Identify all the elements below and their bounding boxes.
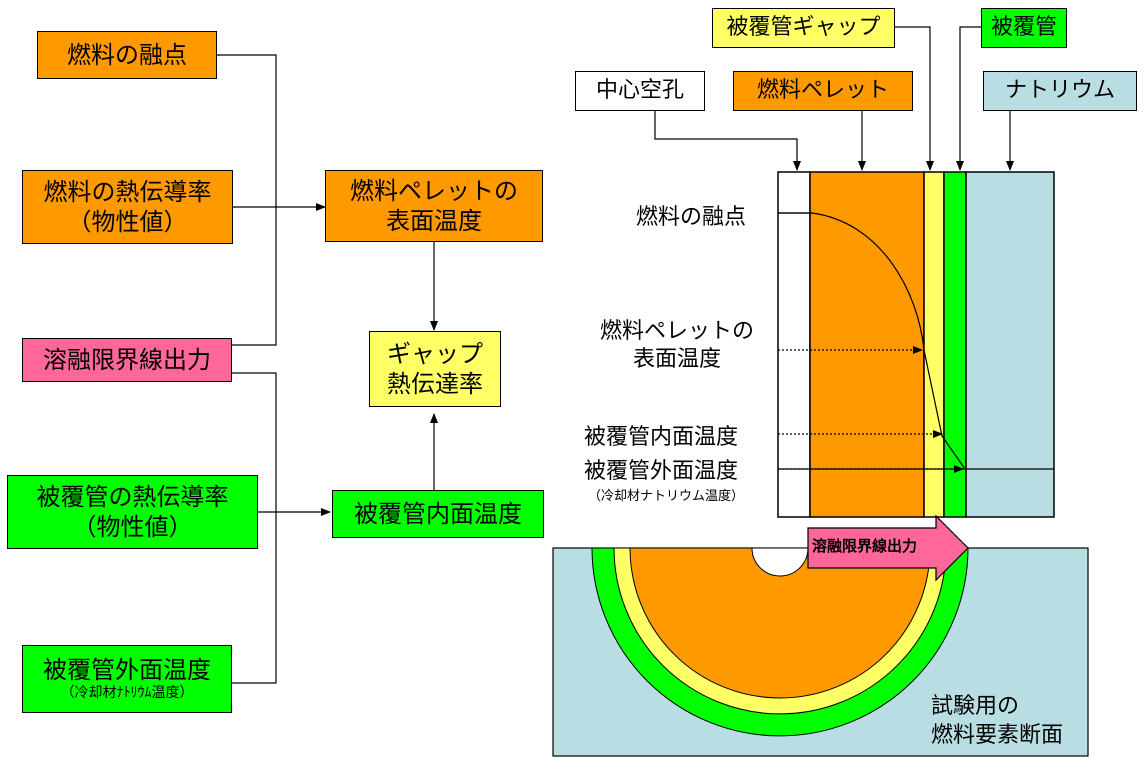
cross-section-caption-line2: 燃料要素断面 — [931, 723, 1064, 748]
profile-clad-outer-label: 被覆管外面温度 — [584, 459, 739, 484]
profile-melting-point-label: 燃料の融点 — [636, 205, 747, 230]
cladding-label-box: 被覆管 — [981, 8, 1067, 48]
melt-power-connector — [232, 372, 277, 684]
profile-curve — [778, 212, 966, 470]
gap-conductance-box: ギャップ 熱伝達率 — [369, 331, 501, 407]
clad-gap-label-box: 被覆管ギャップ — [712, 8, 895, 48]
melt-power-arrow-shape — [807, 514, 969, 582]
gap-conductance-label: ギャップ — [387, 340, 483, 368]
fuel-conductivity-box: 燃料の熱伝導率 （物性値） — [22, 170, 233, 244]
radial-strip — [777, 171, 1055, 518]
profile-clad-outer-sub: （冷却材ナトリウム温度） — [588, 489, 745, 504]
fuel-melting-point-label: 燃料の融点 — [67, 41, 187, 69]
sodium-region — [965, 171, 1055, 518]
profile-pellet-surface-label: 燃料ペレットの 表面温度 — [587, 318, 767, 373]
top-label-connectors — [654, 26, 1014, 171]
profile-pellet-surface-line1: 燃料ペレットの — [599, 319, 754, 344]
pellet-disk — [629, 547, 931, 699]
fuel-conductivity-label: 燃料の熱伝導率 — [43, 178, 212, 206]
sodium-label-box: ナトリウム — [983, 71, 1137, 111]
fuel-pellet-label: 燃料ペレット — [756, 78, 889, 104]
clad-inner-temp-box: 被覆管内面温度 — [332, 490, 544, 538]
cladding-arrow — [956, 26, 981, 171]
fuel-melting-point-box: 燃料の融点 — [37, 31, 217, 79]
gap-region — [923, 171, 945, 518]
central-void-label: 中心空孔 — [595, 78, 684, 104]
clad-conductivity-label: 被覆管の熱伝導率 — [36, 483, 229, 511]
fuel-pellet-label-box: 燃料ペレット — [733, 71, 913, 111]
pellet-region — [809, 171, 925, 518]
central-void-hole — [751, 547, 809, 577]
left-connectors — [217, 54, 438, 684]
pellet-surface-temp-box: 燃料ペレットの 表面温度 — [325, 170, 543, 242]
profile-pellet-surface-line2: 表面温度 — [632, 346, 721, 372]
clad-inner-temp-label: 被覆管内面温度 — [354, 500, 522, 528]
melt-limit-power-box: 溶融限界線出力 — [22, 338, 232, 382]
clad-conductivity-sub: （物性値） — [72, 513, 193, 541]
central-void-label-box: 中心空孔 — [575, 71, 705, 111]
clad-outer-temp-sub: （冷却材ﾅﾄﾘｳﾑ温度） — [60, 685, 194, 702]
sodium-label: ナトリウム — [1004, 78, 1115, 104]
clad-outer-temp-label: 被覆管外面温度 — [43, 656, 211, 685]
profile-clad-inner-label: 被覆管内面温度 — [584, 425, 739, 450]
clad-gap-label: 被覆管ギャップ — [726, 15, 881, 41]
gap-conductance-sub: 熱伝達率 — [387, 370, 483, 398]
pellet-surface-temp-label: 燃料ペレットの — [350, 177, 518, 205]
fuel-conductivity-sub: （物性値） — [67, 208, 188, 236]
melt-power-arrow-label: 溶融限界線出力 — [812, 537, 918, 555]
clad-conductivity-box: 被覆管の熱伝導率 （物性値） — [7, 475, 258, 549]
gap-arrow — [895, 26, 934, 171]
cross-section — [552, 514, 1089, 757]
temperature-profile — [778, 212, 1054, 473]
melt-limit-power-label: 溶融限界線出力 — [43, 346, 211, 374]
pellet-surface-temp-sub: 表面温度 — [386, 207, 482, 235]
cross-section-caption-line1: 試験用の — [931, 694, 1020, 719]
clad-outer-temp-box: 被覆管外面温度 （冷却材ﾅﾄﾘｳﾑ温度） — [22, 645, 232, 713]
void-arrow — [654, 111, 801, 171]
void-region — [777, 171, 811, 518]
cladding-label: 被覆管 — [990, 15, 1057, 41]
melting-point-connector — [217, 54, 277, 346]
